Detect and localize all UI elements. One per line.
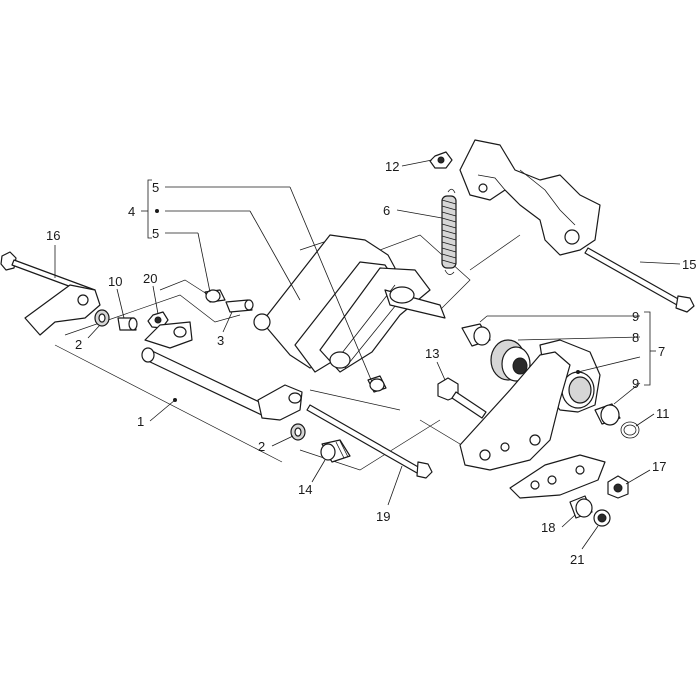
shaft-1 xyxy=(141,321,303,421)
circlip-11 xyxy=(620,421,640,439)
callout-13: 13 xyxy=(425,346,439,361)
callout-2a: 2 xyxy=(75,337,82,352)
spring-6 xyxy=(441,188,457,275)
callout-17: 17 xyxy=(652,459,666,474)
callout-2b: 2 xyxy=(258,439,265,454)
nut-12 xyxy=(429,151,453,169)
callout-16: 16 xyxy=(46,228,60,243)
frame-bracket xyxy=(459,139,601,256)
callout-3: 3 xyxy=(217,333,224,348)
callout-7: 7 xyxy=(658,344,665,359)
callout-18: 18 xyxy=(541,520,555,535)
callout-21: 21 xyxy=(570,552,584,567)
bolt-19 xyxy=(306,404,433,479)
small-bracket xyxy=(509,454,606,499)
left-bracket xyxy=(24,284,101,336)
callout-10: 10 xyxy=(108,274,122,289)
nut-17 xyxy=(607,475,629,499)
callout-labels: 1 2 2 3 4 5 5 6 7 8 9 9 10 11 12 13 14 1… xyxy=(46,159,696,567)
bushing-10 xyxy=(117,317,138,331)
leader-lines xyxy=(54,159,681,550)
bushing-18 xyxy=(569,495,593,519)
nut-21 xyxy=(593,509,611,527)
bearing-8 xyxy=(490,339,531,382)
callout-11: 11 xyxy=(656,406,670,421)
mount-plate xyxy=(459,351,571,471)
callout-1: 1 xyxy=(137,414,144,429)
swing-arm xyxy=(253,234,446,373)
callout-20: 20 xyxy=(143,271,157,286)
bolt-13 xyxy=(437,377,487,419)
callout-8: 8 xyxy=(632,330,639,345)
plug-14 xyxy=(320,439,351,463)
bushings-5 xyxy=(204,289,387,393)
junction-dots xyxy=(155,209,580,402)
bolt-15 xyxy=(584,247,695,313)
bearing-2b xyxy=(290,423,306,441)
bushing-9b xyxy=(594,403,621,426)
callout-12: 12 xyxy=(385,159,399,174)
callout-5b: 5 xyxy=(152,226,159,241)
callout-4: 4 xyxy=(128,204,135,219)
pin-3 xyxy=(225,299,254,313)
callout-15: 15 xyxy=(682,257,696,272)
bearing-2a xyxy=(94,309,110,327)
callout-14: 14 xyxy=(298,482,312,497)
callout-6: 6 xyxy=(383,203,390,218)
bushing-9a xyxy=(461,323,491,347)
callout-19: 19 xyxy=(376,509,390,524)
callout-9a: 9 xyxy=(632,309,639,324)
callout-5a: 5 xyxy=(152,180,159,195)
callout-9b: 9 xyxy=(632,376,639,391)
